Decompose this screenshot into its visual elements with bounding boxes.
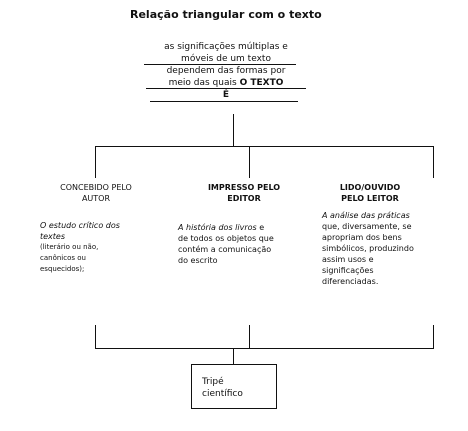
result-text: Tripé científico xyxy=(202,376,262,400)
central-line-1: as significações múltiplas e xyxy=(164,42,288,52)
column-editor-body: A história dos livros e de todos os obje… xyxy=(178,222,276,266)
column-editor-emphasis: A história dos livros xyxy=(178,223,257,232)
connector-middle-down xyxy=(249,146,250,178)
column-editor-heading-line-2: EDITOR xyxy=(227,194,261,203)
column-reader-heading-line-1: LIDO/OUVIDO xyxy=(339,183,401,192)
central-emphasis: O TEXTO xyxy=(239,78,284,88)
column-editor-heading-line-1: IMPRESSO PELO xyxy=(207,183,281,192)
connector-right-up xyxy=(433,325,434,349)
connector-top-horizontal xyxy=(95,146,434,147)
column-reader-rest: que, diversamente, se apropriam dos bens… xyxy=(322,222,414,286)
central-line-3: dependem das formas por xyxy=(166,66,286,76)
central-line-4: meio das quais O TEXTO xyxy=(146,77,306,89)
column-author-heading-line-1: CONCEBIDO PELO xyxy=(60,183,132,192)
connector-center-down xyxy=(233,114,234,146)
column-author-sub: (literário ou não, canônicos ou esquecid… xyxy=(40,243,99,273)
column-reader-emphasis: A análise das práticas xyxy=(322,211,410,220)
diagram-title: Relação triangular com o texto xyxy=(130,8,322,21)
result-line-2: científico xyxy=(202,389,243,399)
column-author-heading-line-2: AUTOR xyxy=(81,194,111,203)
column-editor-heading: IMPRESSO PELO EDITOR xyxy=(186,182,302,204)
central-underline-2 xyxy=(146,88,306,89)
connector-left-down xyxy=(95,146,96,178)
column-author-heading: CONCEBIDO PELO AUTOR xyxy=(38,182,154,204)
column-reader-body: A análise das práticas que, diversamente… xyxy=(322,210,414,287)
column-author-main: O estudo crítico dos textes xyxy=(40,221,120,241)
connector-right-down xyxy=(433,146,434,178)
column-reader-heading-line-2: PELO LEITOR xyxy=(341,194,399,203)
result-box xyxy=(191,364,277,409)
central-line-2: móveis de um texto xyxy=(181,54,271,64)
column-author-body: O estudo crítico dos textes (literário o… xyxy=(40,220,122,275)
central-verb: É xyxy=(222,90,230,100)
central-statement: as significações múltiplas e móveis de u… xyxy=(146,41,306,101)
central-underline-1 xyxy=(144,64,296,65)
column-editor-rest: e de todos os objetos que contém a comun… xyxy=(178,223,274,265)
central-line-4-text: meio das quais xyxy=(168,78,237,88)
column-reader-heading: LIDO/OUVIDO PELO LEITOR xyxy=(316,182,424,204)
connector-bottom-horizontal xyxy=(95,348,434,349)
connector-left-up xyxy=(95,325,96,349)
central-underline-3 xyxy=(150,101,298,102)
result-line-1: Tripé xyxy=(202,377,224,387)
connector-middle-up xyxy=(249,325,250,349)
connector-to-result xyxy=(233,348,234,364)
